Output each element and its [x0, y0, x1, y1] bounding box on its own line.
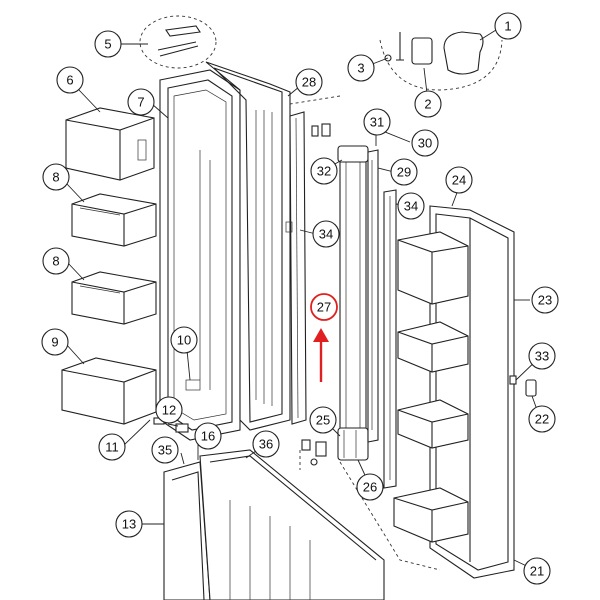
callout-7: 7	[127, 88, 155, 116]
callout-29: 29	[390, 158, 418, 186]
callout-12: 12	[155, 396, 183, 424]
svg-text:27: 27	[317, 300, 331, 315]
callout-6: 6	[56, 66, 84, 94]
svg-text:12: 12	[162, 403, 176, 418]
hinge-cap-33-22	[509, 375, 537, 397]
svg-text:22: 22	[535, 412, 549, 427]
callout-3: 3	[347, 54, 375, 82]
callout-5: 5	[94, 30, 122, 58]
svg-text:8: 8	[52, 170, 59, 185]
callout-28: 28	[295, 68, 323, 96]
center-mullion-27	[337, 145, 369, 461]
bin-8-upper	[71, 193, 157, 247]
bin-9	[61, 357, 157, 425]
svg-text:21: 21	[530, 564, 544, 579]
svg-text:23: 23	[538, 293, 552, 308]
left-door-gasket-7	[159, 69, 241, 441]
door-shelf-2	[397, 321, 469, 373]
svg-text:26: 26	[363, 480, 377, 495]
callout-9: 9	[41, 328, 69, 356]
callout-33: 33	[528, 342, 556, 370]
callout-32: 32	[310, 157, 338, 185]
svg-text:9: 9	[51, 335, 58, 350]
svg-text:8: 8	[52, 254, 59, 269]
svg-text:33: 33	[535, 349, 549, 364]
svg-text:11: 11	[105, 440, 119, 455]
accessory-group-1-2	[379, 31, 503, 91]
callout-24: 24	[445, 166, 473, 194]
callout-34-right: 34	[397, 192, 425, 220]
lower-door-13	[163, 449, 385, 600]
svg-text:31: 31	[370, 115, 384, 130]
callout-11: 11	[98, 433, 126, 461]
callout-10: 10	[170, 326, 198, 354]
callout-21: 21	[523, 557, 551, 585]
svg-text:5: 5	[104, 37, 111, 52]
callout-2: 2	[414, 90, 442, 118]
svg-text:3: 3	[357, 61, 364, 76]
svg-text:10: 10	[177, 333, 191, 348]
svg-text:24: 24	[452, 173, 466, 188]
callout-1: 1	[494, 12, 522, 40]
svg-text:1: 1	[504, 19, 511, 34]
svg-text:6: 6	[66, 73, 73, 88]
callout-36: 36	[252, 430, 280, 458]
callout-13: 13	[115, 510, 143, 538]
callout-25: 25	[309, 406, 337, 434]
callout-26: 26	[356, 473, 384, 501]
callout-8-upper: 8	[42, 163, 70, 191]
callout-31: 31	[363, 108, 391, 136]
svg-text:13: 13	[122, 517, 136, 532]
svg-text:7: 7	[137, 95, 144, 110]
svg-text:16: 16	[201, 429, 215, 444]
hinge-rail-34-right	[383, 189, 397, 489]
svg-text:30: 30	[418, 136, 432, 151]
callout-16: 16	[194, 422, 222, 450]
svg-text:34: 34	[319, 227, 333, 242]
svg-text:29: 29	[397, 165, 411, 180]
callout-35: 35	[151, 436, 179, 464]
hinge-rail-34-left	[285, 111, 307, 425]
door-shelf-4	[393, 487, 469, 543]
callout-34-left: 34	[312, 220, 340, 248]
callout-22: 22	[528, 405, 556, 433]
door-shelf-3	[397, 399, 469, 449]
svg-text:36: 36	[259, 437, 273, 452]
door-shelf-upper	[397, 231, 469, 305]
callout-8-lower: 8	[42, 247, 70, 275]
callout-23: 23	[531, 286, 559, 314]
svg-text:35: 35	[158, 443, 172, 458]
mullion-channel-29	[367, 149, 379, 443]
bin-6	[65, 107, 155, 181]
svg-text:25: 25	[316, 413, 330, 428]
svg-text:32: 32	[317, 164, 331, 179]
callout-27: 27	[310, 293, 338, 321]
svg-text:28: 28	[302, 75, 316, 90]
door-liner-28	[205, 61, 291, 431]
accessory-group-5	[139, 15, 217, 69]
svg-text:34: 34	[404, 199, 418, 214]
bin-8-lower	[71, 271, 157, 325]
callout-30: 30	[411, 129, 439, 157]
svg-text:2: 2	[424, 97, 431, 112]
highlight-arrow	[313, 328, 329, 382]
